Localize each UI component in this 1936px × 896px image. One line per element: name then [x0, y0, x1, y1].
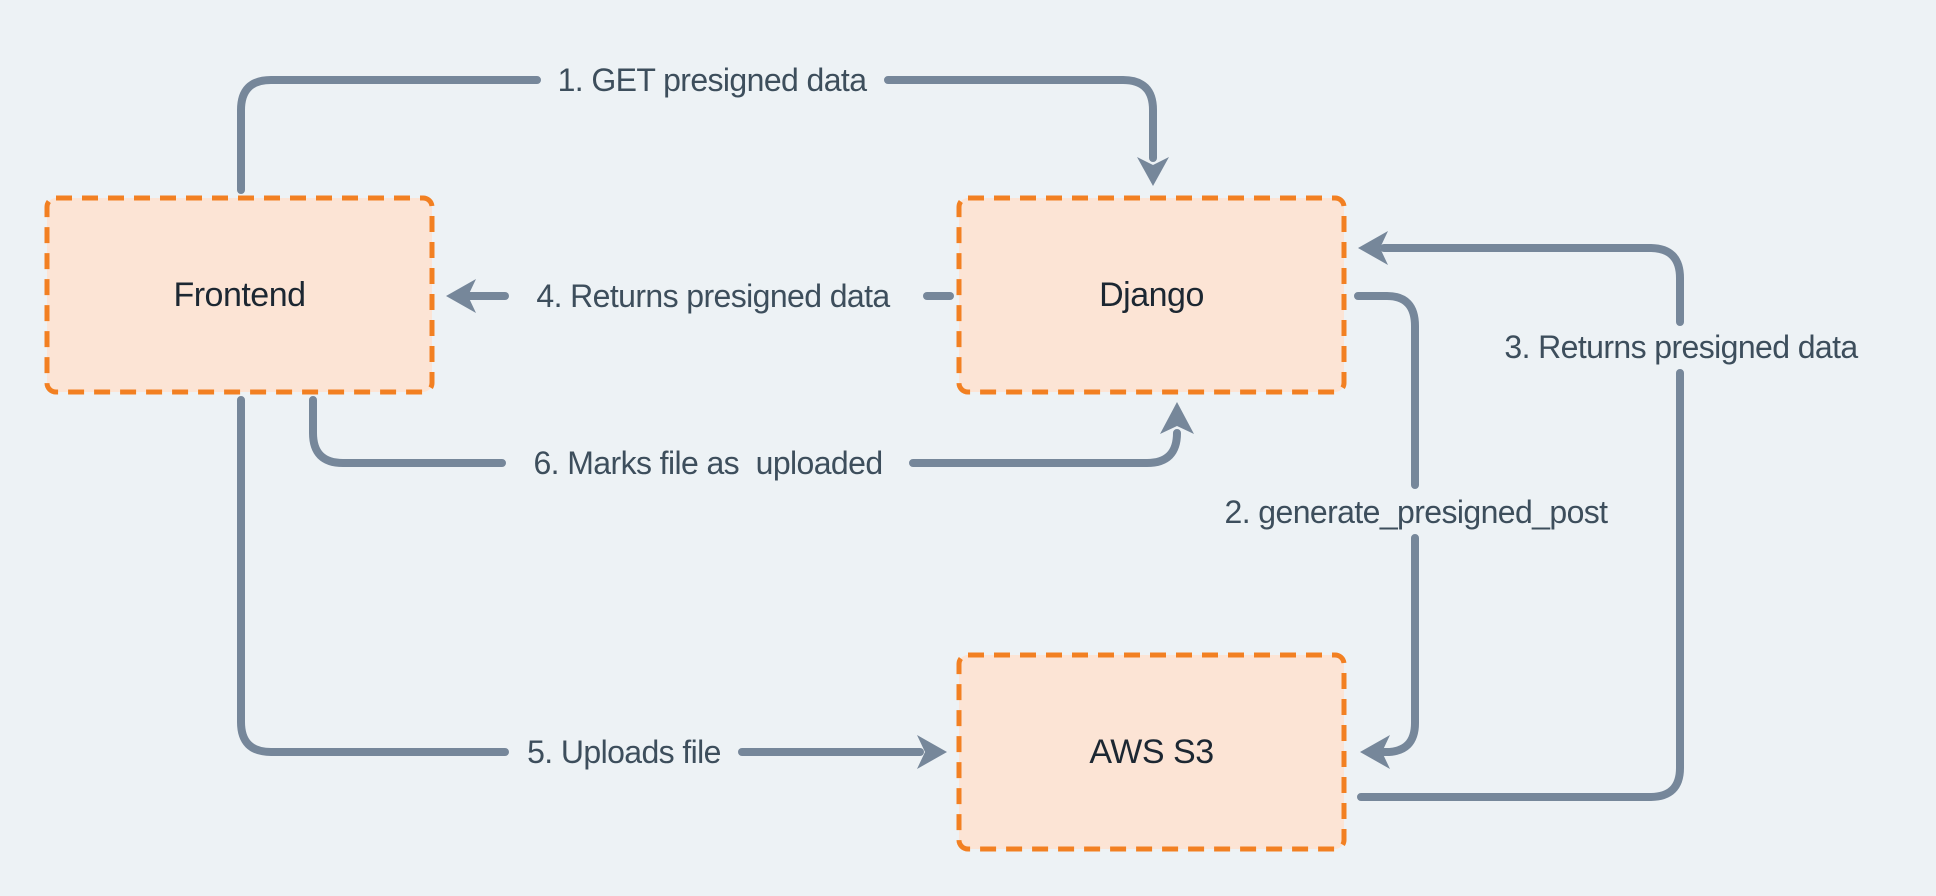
edge-step2-arrowhead-icon: [1360, 735, 1390, 769]
node-label-django: Django: [1099, 276, 1204, 314]
edge-step5-segment-a: [237, 396, 509, 756]
node-label-frontend: Frontend: [173, 276, 306, 314]
node-label-aws-s3: AWS S3: [1089, 733, 1214, 771]
edge-step3-arrowhead-icon: [1358, 231, 1388, 265]
node-box-django: [956, 195, 1347, 395]
edge-step1-segment-a: [237, 76, 541, 194]
edge-step3-segment-b: [1357, 369, 1684, 801]
edge-step2-segment-a: [1354, 292, 1419, 489]
edge-step1-segment-b: [884, 76, 1157, 162]
edge-step5-arrowhead-icon: [917, 735, 947, 769]
edge-label-step1: 1. GET presigned data: [557, 62, 867, 98]
node-box-frontend: [44, 195, 435, 395]
edge-label-step2: 2. generate_presigned_post: [1224, 494, 1609, 530]
edge-step4-arrowhead-icon: [446, 279, 476, 313]
edge-step3-segment-a: [1380, 244, 1684, 326]
edge-step6-segment-a: [309, 396, 506, 467]
edge-step2-segment-b: [1380, 534, 1419, 756]
edge-label-step4: 4. Returns presigned data: [536, 278, 890, 314]
edge-step1-arrowhead-icon: [1137, 157, 1169, 186]
node-box-aws-s3: [956, 652, 1347, 852]
edge-step6-arrowhead-icon: [1160, 402, 1194, 434]
edge-label-step5: 5. Uploads file: [527, 734, 721, 770]
edge-step6-segment-b: [909, 429, 1181, 467]
edge-label-step6: 6. Marks file as uploaded: [533, 445, 883, 481]
edge-label-step3: 3. Returns presigned data: [1504, 329, 1858, 365]
